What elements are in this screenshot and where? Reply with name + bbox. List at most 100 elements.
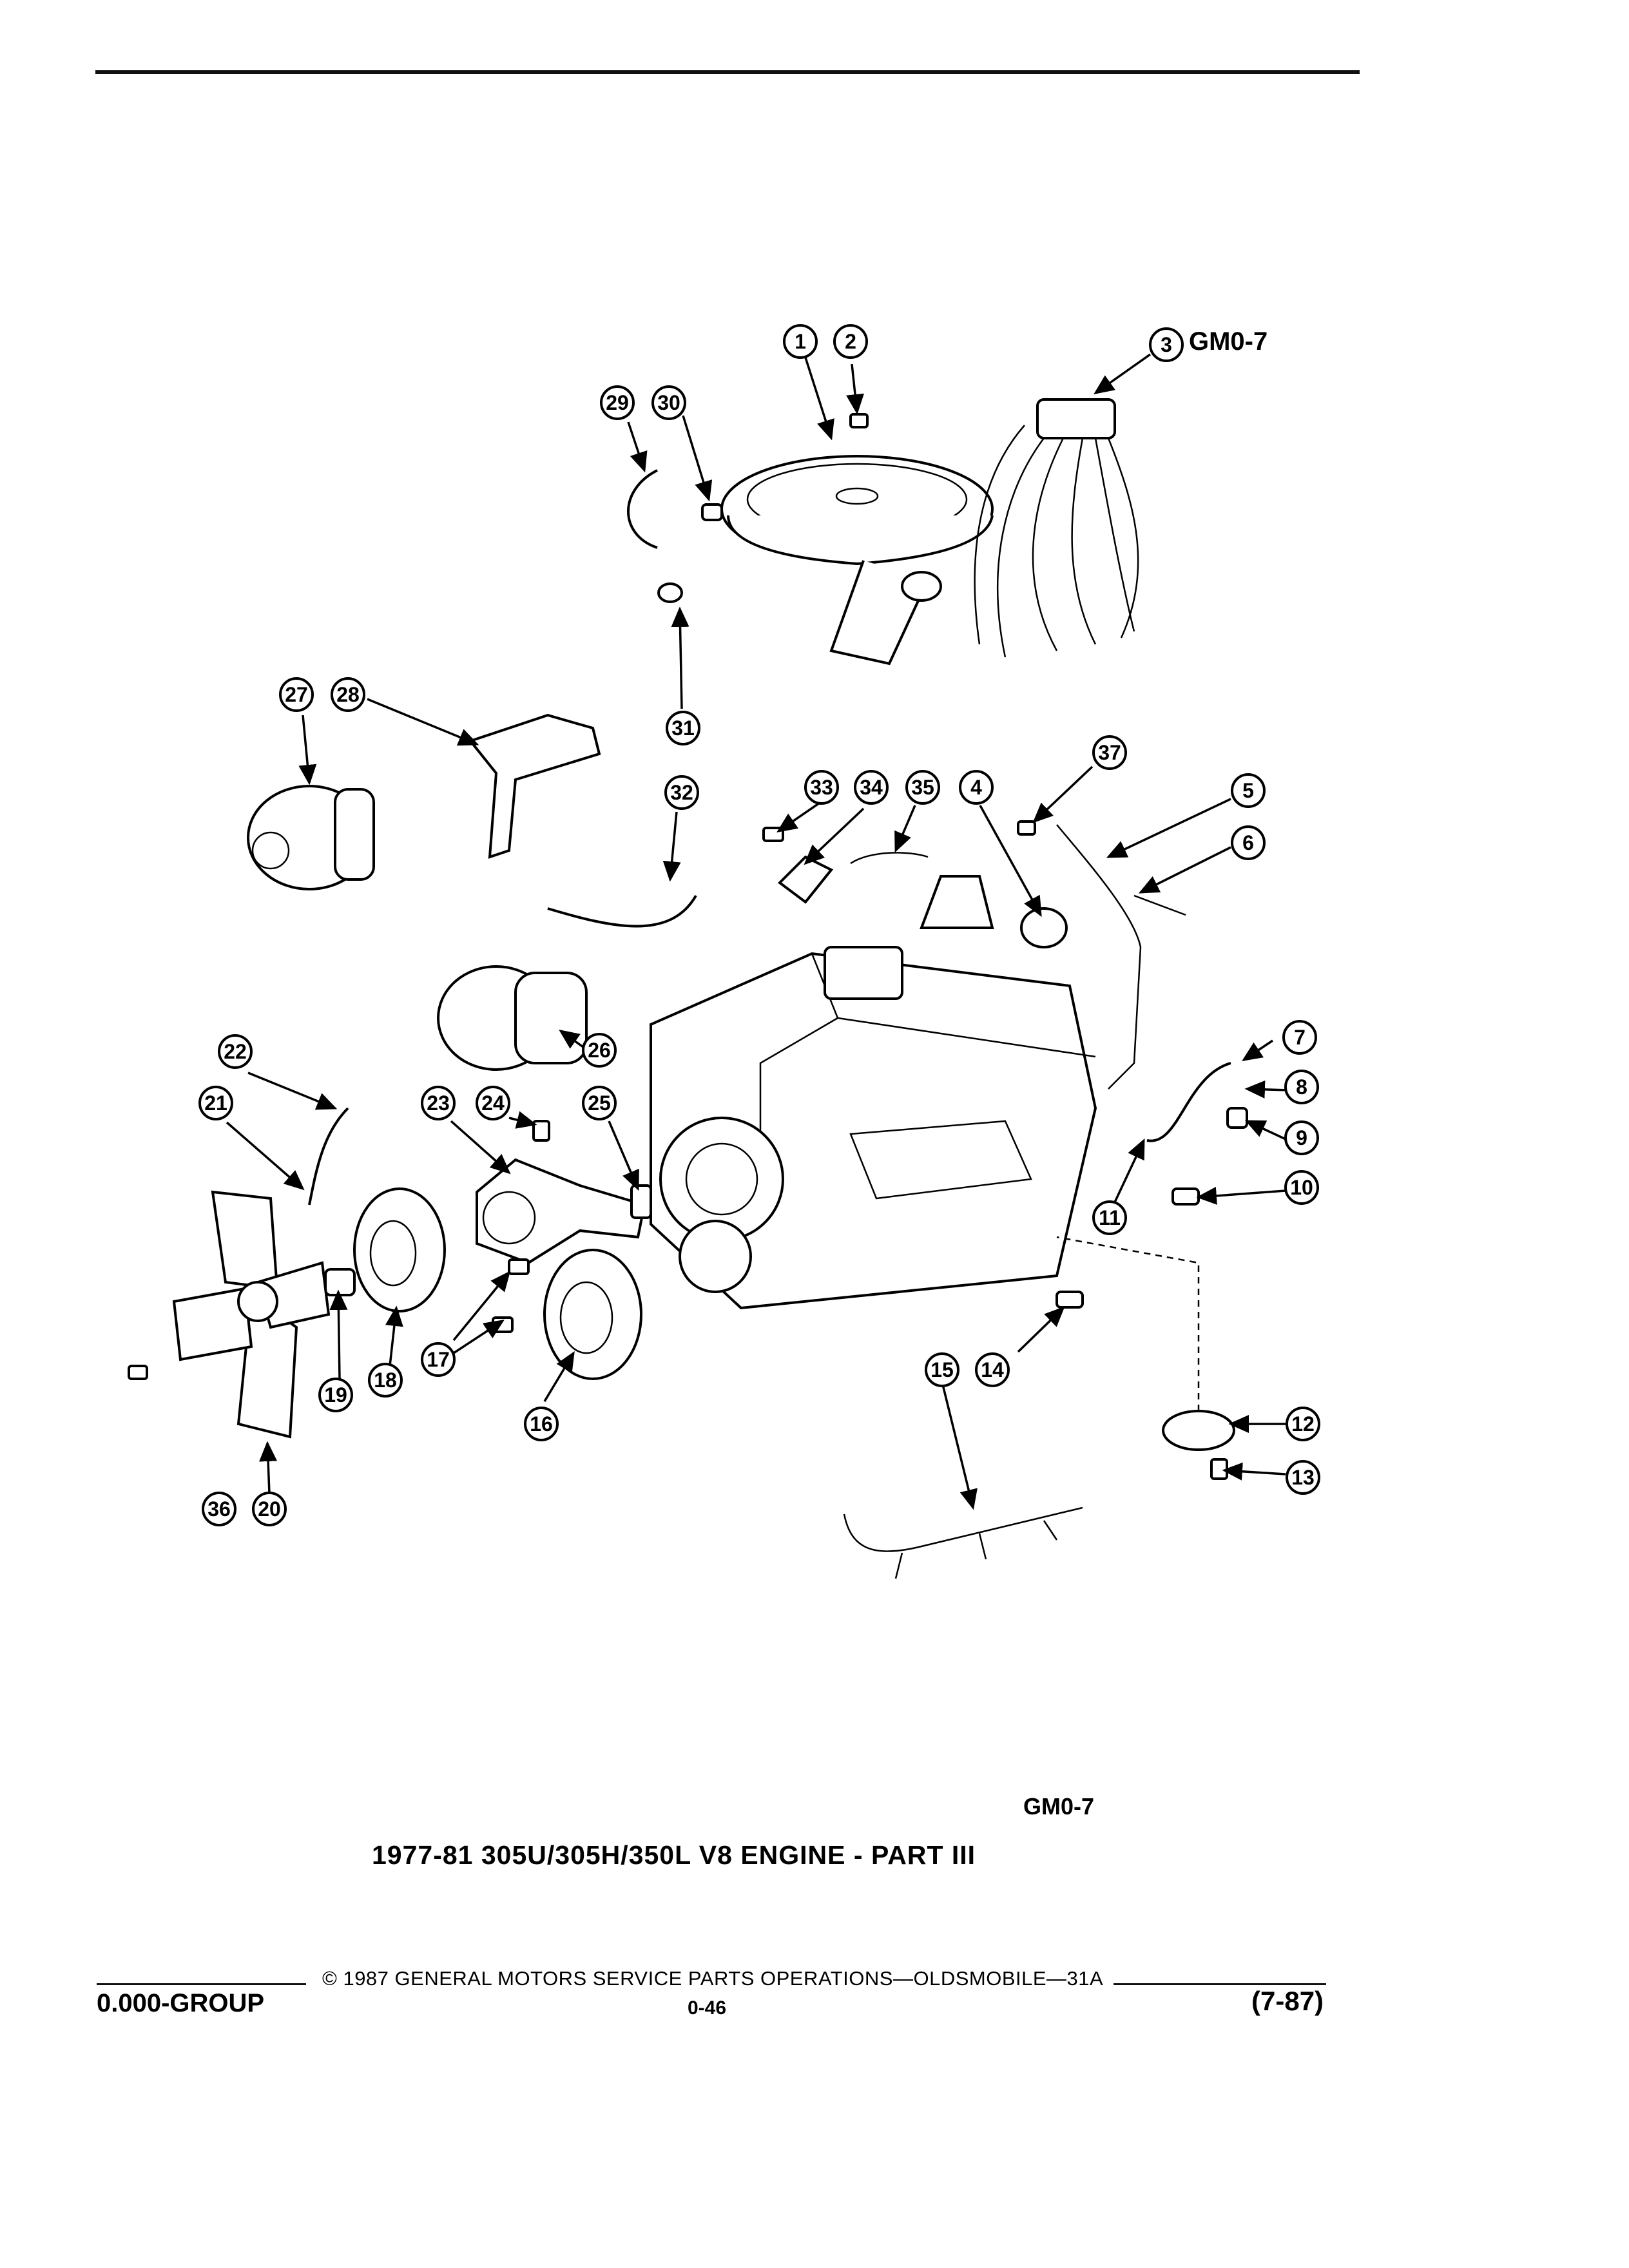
svg-text:28: 28 [336,683,360,706]
svg-text:35: 35 [911,776,934,799]
wire-harness-part [843,1506,1083,1579]
svg-text:18: 18 [374,1369,397,1392]
svg-text:11: 11 [1099,1206,1121,1229]
callout-2: 2 [833,324,868,359]
callout-13: 13 [1286,1460,1320,1495]
svg-text:22: 22 [224,1040,247,1063]
callout-16: 16 [524,1407,559,1441]
air-cleaner-part [720,455,994,666]
callout-9: 9 [1284,1120,1319,1155]
svg-text:23: 23 [427,1091,450,1115]
svg-text:12: 12 [1291,1412,1315,1436]
callout-23: 23 [421,1086,456,1120]
svg-text:13: 13 [1291,1466,1315,1489]
svg-text:6: 6 [1242,831,1254,854]
callout-34: 34 [854,770,889,805]
callout-14: 14 [975,1352,1010,1387]
svg-text:5: 5 [1242,779,1254,802]
power-steering-pump-part [437,965,588,1071]
svg-text:4: 4 [970,776,982,799]
callout-30: 30 [651,385,686,420]
pulleys-part [324,1187,642,1380]
callout-29: 29 [600,385,635,420]
callout-20: 20 [252,1492,287,1526]
svg-text:37: 37 [1098,741,1121,764]
water-pump-part [476,1158,646,1265]
callout-10: 10 [1284,1170,1319,1205]
svg-text:15: 15 [930,1358,954,1381]
callout-4: 4 [959,770,994,805]
callout-28: 28 [331,677,365,712]
callout-3: 3 [1149,327,1184,362]
callout-24: 24 [476,1086,510,1120]
diagram-code-top: GM0-7 [1189,327,1268,356]
alternator-part [247,785,375,890]
alternator-bracket-part [468,713,601,859]
leader-lines [226,353,1289,1510]
svg-text:25: 25 [588,1091,611,1115]
svg-text:7: 7 [1294,1026,1306,1049]
callout-27: 27 [279,677,314,712]
footer-rule-left [97,1983,306,1985]
svg-text:2: 2 [845,330,856,353]
radiator-hoses-part [308,1062,1231,1206]
callout-15: 15 [925,1352,959,1387]
svg-text:8: 8 [1296,1075,1307,1099]
footer-group: 0.000-GROUP [97,1989,265,2017]
svg-text:34: 34 [860,776,883,799]
svg-text:17: 17 [427,1348,450,1371]
svg-text:24: 24 [481,1091,505,1115]
svg-text:27: 27 [285,683,308,706]
svg-text:36: 36 [207,1497,231,1521]
callout-32: 32 [664,775,699,810]
callout-36: 36 [202,1492,236,1526]
svg-text:14: 14 [981,1358,1004,1381]
figure-caption: 1977-81 305U/305H/350L V8 ENGINE - PART … [372,1840,976,1870]
footer-page-number: 0-46 [688,1997,727,2019]
svg-text:20: 20 [258,1497,281,1521]
callout-11: 11 [1092,1200,1127,1235]
callout-31: 31 [666,711,700,745]
footer-copyright: © 1987 GENERAL MOTORS SERVICE PARTS OPER… [322,1967,1104,1990]
callout-33: 33 [804,770,839,805]
svg-text:19: 19 [324,1383,347,1407]
callout-7: 7 [1282,1020,1317,1055]
svg-text:1: 1 [795,330,806,353]
svg-text:32: 32 [670,781,693,804]
callout-18: 18 [368,1363,403,1398]
callout-21: 21 [198,1086,233,1120]
footer-rule-right [1113,1983,1326,1985]
svg-text:16: 16 [530,1412,553,1436]
engine-block-part [650,875,1097,1310]
callout-12: 12 [1286,1407,1320,1441]
callout-19: 19 [318,1378,353,1412]
svg-text:10: 10 [1290,1176,1313,1199]
callout-17: 17 [421,1342,456,1377]
callout-8: 8 [1284,1070,1319,1104]
callout-37: 37 [1092,735,1127,770]
diagram-code-bottom: GM0-7 [1023,1793,1095,1820]
svg-text:31: 31 [671,716,695,740]
svg-text:30: 30 [657,391,680,414]
callout-35: 35 [905,770,940,805]
callout-5: 5 [1231,773,1266,808]
svg-text:29: 29 [606,391,629,414]
svg-text:9: 9 [1296,1126,1307,1149]
top-rule [95,70,1360,74]
callout-6: 6 [1231,825,1266,860]
callout-25: 25 [582,1086,617,1120]
callout-1: 1 [783,324,818,359]
thermostat-housing-part [1056,1236,1235,1451]
bypass-hose-part [547,895,697,928]
callout-26: 26 [582,1033,617,1068]
svg-text:3: 3 [1161,333,1172,356]
dipstick-part [1056,824,1186,1090]
callout-22: 22 [218,1034,253,1069]
svg-text:26: 26 [588,1039,611,1062]
svg-text:21: 21 [204,1091,227,1115]
svg-text:33: 33 [810,776,833,799]
spark-plug-wires-part [974,398,1139,658]
footer-date-code: (7-87) [1251,1986,1324,2016]
fan-part [172,1190,331,1439]
